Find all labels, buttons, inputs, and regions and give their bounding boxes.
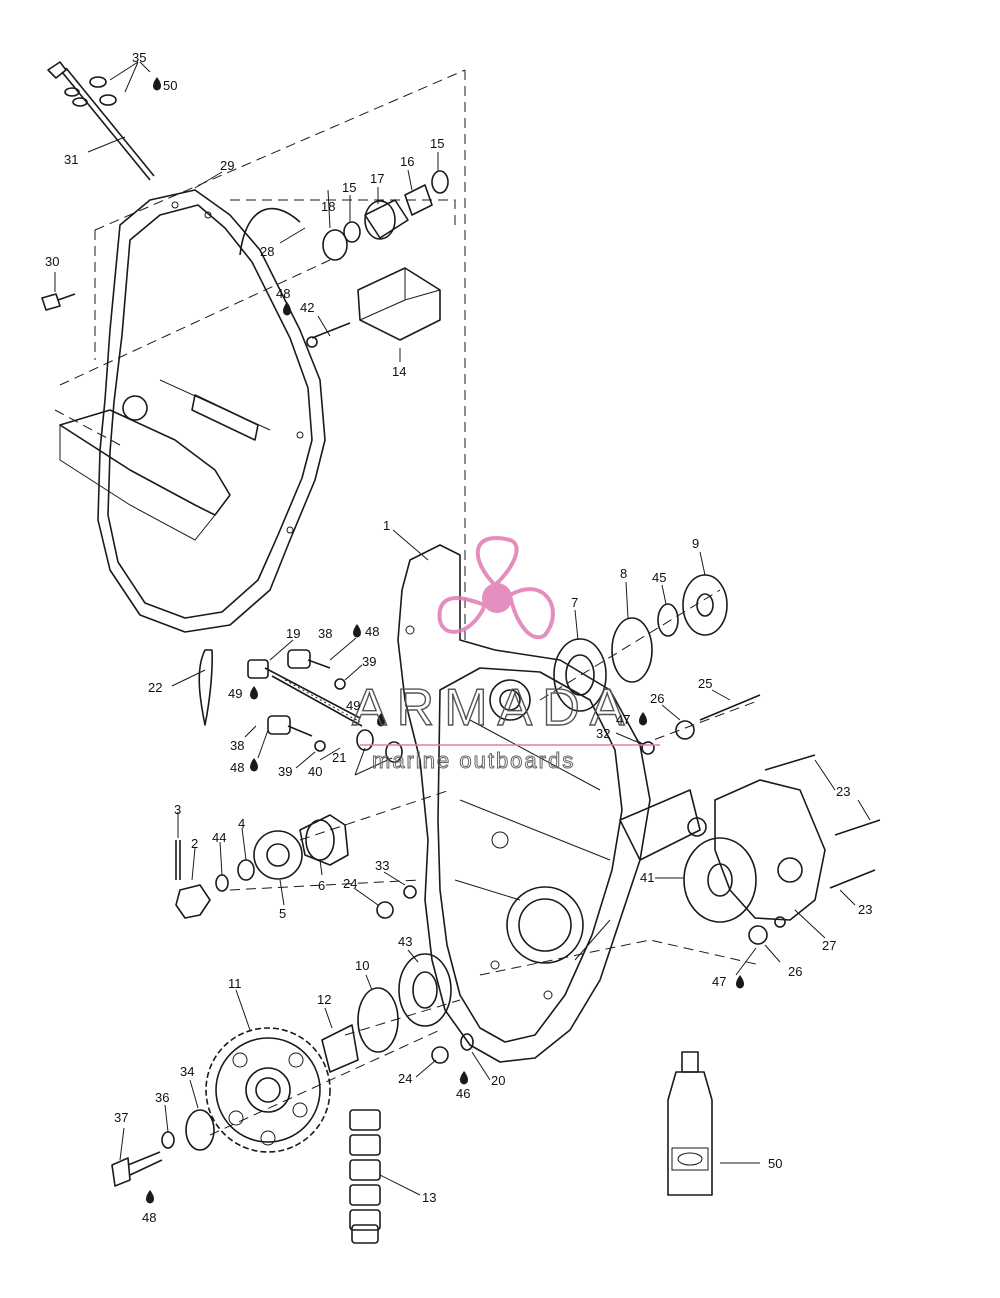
callout-29: 29 xyxy=(220,158,234,173)
callout-12: 12 xyxy=(317,992,331,1007)
callout-9: 9 xyxy=(692,536,699,551)
callout-6: 6 xyxy=(318,878,325,893)
callout-3: 3 xyxy=(174,802,181,817)
callout-26a: 26 xyxy=(650,691,664,706)
callout-18: 18 xyxy=(321,199,335,214)
upper-small-parts xyxy=(41,61,449,726)
callout-47b: 47 xyxy=(712,974,726,989)
callout-48b: 48 xyxy=(365,624,379,639)
lubricant-bottle xyxy=(667,1051,713,1196)
callout-19: 19 xyxy=(286,626,300,641)
callout-36: 36 xyxy=(155,1090,169,1105)
armada-watermark: ARMADA marine outboards xyxy=(351,536,660,774)
callout-41: 41 xyxy=(640,870,654,885)
callout-48a: 48 xyxy=(276,286,290,301)
callout-37: 37 xyxy=(114,1110,128,1125)
driven-sprocket-parts xyxy=(111,1027,331,1187)
main-chaincase-housing xyxy=(397,544,701,1063)
drive-chain xyxy=(349,1109,381,1244)
propeller-logo-icon xyxy=(437,536,555,640)
callout-40: 40 xyxy=(308,764,322,779)
lower-drive-parts xyxy=(175,814,349,919)
callout-44: 44 xyxy=(212,830,226,845)
callout-48d: 48 xyxy=(142,1210,156,1225)
callout-47a: 47 xyxy=(616,712,630,727)
callout-23a: 23 xyxy=(836,784,850,799)
callout-15b: 15 xyxy=(430,136,444,151)
callout-16: 16 xyxy=(400,154,414,169)
callout-25: 25 xyxy=(698,676,712,691)
callout-30: 30 xyxy=(45,254,59,269)
callout-27: 27 xyxy=(822,938,836,953)
lower-bearing-parts xyxy=(321,885,474,1073)
callout-5: 5 xyxy=(279,906,286,921)
callout-21: 21 xyxy=(332,750,346,765)
callout-4: 4 xyxy=(238,816,245,831)
callout-1: 1 xyxy=(383,518,390,533)
callout-48c: 48 xyxy=(230,760,244,775)
sealant-drop-icons xyxy=(146,77,744,1204)
callout-7: 7 xyxy=(571,595,578,610)
watermark-tagline: marine outboards xyxy=(372,748,575,773)
chain-tensioner-assembly xyxy=(247,649,403,763)
callout-20: 20 xyxy=(491,1073,505,1088)
callout-33: 33 xyxy=(375,858,389,873)
callout-42: 42 xyxy=(300,300,314,315)
callout-39a: 39 xyxy=(362,654,376,669)
callout-38b: 38 xyxy=(230,738,244,753)
callout-49a: 49 xyxy=(228,686,242,701)
callout-35: 35 xyxy=(132,50,146,65)
callout-39b: 39 xyxy=(278,764,292,779)
callout-43: 43 xyxy=(398,934,412,949)
callout-28: 28 xyxy=(260,244,274,259)
watermark-brand: ARMADA xyxy=(352,679,634,737)
callout-24a: 24 xyxy=(343,876,357,891)
assembly-dashed-lines xyxy=(54,69,761,1136)
callout-17: 17 xyxy=(370,171,384,186)
callout-10: 10 xyxy=(355,958,369,973)
callout-32: 32 xyxy=(596,726,610,741)
callout-15a: 15 xyxy=(342,180,356,195)
callout-leaders xyxy=(54,61,871,1196)
callout-38a: 38 xyxy=(318,626,332,641)
callout-labels: 1 2 3 4 5 6 7 8 9 10 11 12 13 14 15 15 1… xyxy=(45,50,872,1225)
callout-24b: 24 xyxy=(398,1071,412,1086)
callout-23b: 23 xyxy=(858,902,872,917)
callout-13: 13 xyxy=(422,1190,436,1205)
callout-31: 31 xyxy=(64,152,78,167)
bearing-cover-parts xyxy=(641,694,881,945)
callout-49b: 49 xyxy=(346,698,360,713)
callout-14: 14 xyxy=(392,364,406,379)
callout-8: 8 xyxy=(620,566,627,581)
callout-50a: 50 xyxy=(163,78,177,93)
callout-34: 34 xyxy=(180,1064,194,1079)
callout-46: 46 xyxy=(456,1086,470,1101)
callout-50b: 50 xyxy=(768,1156,782,1171)
callout-2: 2 xyxy=(191,836,198,851)
callout-11: 11 xyxy=(228,976,242,991)
callout-22: 22 xyxy=(148,680,162,695)
callout-26b: 26 xyxy=(788,964,802,979)
outer-chaincase-cover xyxy=(59,189,326,633)
callout-45: 45 xyxy=(652,570,666,585)
